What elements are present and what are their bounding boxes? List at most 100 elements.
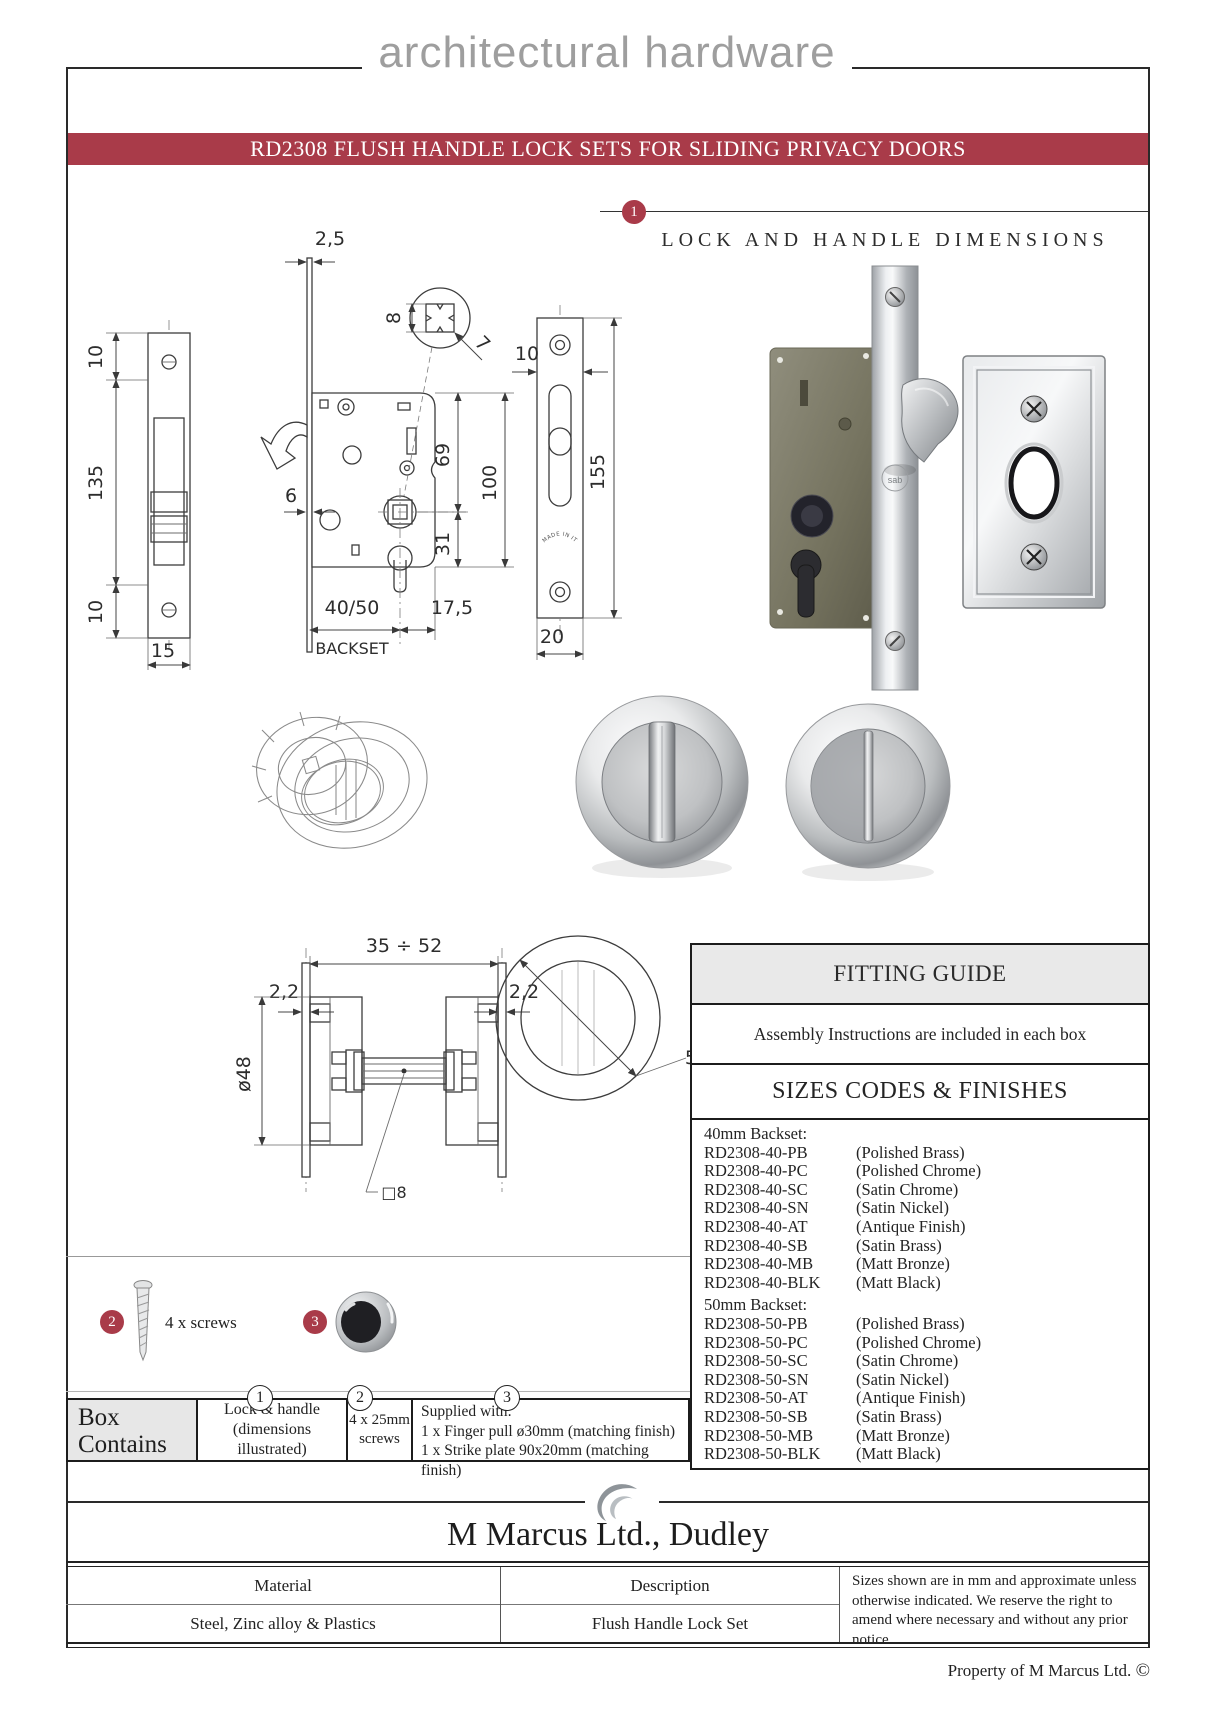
size-code-row: RD2308-40-PB (Polished Brass) <box>704 1142 1144 1163</box>
size-code-row: RD2308-50-BLK (Matt Black) <box>704 1444 1144 1464</box>
size-code-row: RD2308-40-MB (Matt Bronze) <box>704 1255 1144 1274</box>
company-logo <box>597 1484 637 1521</box>
size-code-row: RD2308-50-SC (Satin Chrome) <box>704 1352 1144 1371</box>
box-contains-col3-line1: Supplied with: <box>421 1403 512 1420</box>
description-value: Flush Handle Lock Set <box>591 1613 749 1633</box>
product-code: RD2308-40-BLK <box>704 1272 821 1292</box>
product-code: RD2308-50-PB <box>704 1313 808 1333</box>
product-finish: (Satin Chrome) <box>856 1351 959 1371</box>
box-contains-col2-line2: screws <box>359 1431 400 1447</box>
sizes-codes-list: 40mm Backset: RD2308-40-PB (Polished Bras… <box>692 1120 1148 1468</box>
product-finish: (Satin Brass) <box>856 1406 942 1426</box>
dim-spindle-square: 8 <box>383 312 405 324</box>
finger-pull-photo <box>335 1291 397 1353</box>
product-finish: (Satin Chrome) <box>856 1179 959 1199</box>
dim-plate-slot-width: 10 <box>515 343 539 365</box>
dim-case-rear: 17,5 <box>431 597 473 619</box>
dim-plate-width: 20 <box>540 626 564 648</box>
size-code-row: RD2308-40-BLK(Matt Black) <box>704 1272 1144 1293</box>
product-finish: (Matt Black) <box>856 1444 941 1464</box>
box-contains-col3: Supplied with: 1 x Finger pull ø30mm (ma… <box>413 1400 688 1479</box>
svg-text:MADE IN ITALY: MADE IN ITALY <box>0 0 578 544</box>
lock-stamp: sab <box>888 475 903 485</box>
material-value: Steel, Zinc alloy & Plastics <box>190 1613 376 1633</box>
box-contains-label: Box Contains <box>68 1400 198 1460</box>
section1-marker: 1 <box>630 203 638 220</box>
size-code-row: RD2308-40-SC(Satin Chrome) <box>704 1179 1144 1200</box>
copyright-icon: © <box>1135 1660 1150 1681</box>
size-code-row: RD2308-50-PC (Polished Chrome) <box>704 1332 1144 1353</box>
product-finish: (Polished Brass) <box>856 1313 965 1333</box>
company-divider-right <box>659 1501 1150 1503</box>
product-code: RD2308-50-PC <box>704 1332 808 1352</box>
page-footer: Property of M Marcus Ltd. © <box>66 1660 1150 1682</box>
sizes-codes-title: SIZES CODES & FINISHES <box>772 1078 1068 1104</box>
title-banner-text: RD2308 FLUSH HANDLE LOCK SETS FOR SLIDIN… <box>250 136 966 161</box>
size-code-row: RD2308-50-MB(Matt Bronze) <box>704 1425 1144 1446</box>
drawing-lock-edge-view: 10 135 10 15 <box>85 320 191 670</box>
product-finish: (Matt Bronze) <box>856 1425 950 1445</box>
drawing-rose-front: 57 <box>495 935 709 1101</box>
product-finish: (Antique Finish) <box>856 1216 966 1236</box>
product-code: RD2308-40-PB <box>704 1142 808 1162</box>
fitting-sizes-panel: FITTING GUIDE Assembly Instructions are … <box>690 943 1150 1470</box>
product-code: RD2308-40-MB <box>704 1254 814 1274</box>
size-code-row: RD2308-40-SB(Satin Brass) <box>704 1235 1144 1256</box>
strike-plate-photo <box>962 355 1106 609</box>
product-code: RD2308-50-SN <box>704 1369 809 1389</box>
product-code: RD2308-50-SC <box>704 1351 808 1371</box>
dim-edge-body: 135 <box>85 465 107 501</box>
dim-edge-offset-top: 10 <box>85 345 107 369</box>
dim-backset-label: BACKSET <box>315 639 389 658</box>
dim-spindle-height: 69 <box>432 443 454 467</box>
box-contains-col2: 4 x 25mm screws <box>348 1400 413 1460</box>
product-code: RD2308-50-BLK <box>704 1444 821 1464</box>
footer-text: Property of M Marcus Ltd. <box>947 1661 1132 1680</box>
box-contains-table: Box Contains Lock & handle (dimensions i… <box>66 1398 690 1479</box>
size-code-row: RD2308-40-AT(Antique Finish) <box>704 1216 1144 1237</box>
section1-divider <box>600 211 1148 212</box>
size-code-row: RD2308-50-AT(Antique Finish) <box>704 1389 1144 1408</box>
section1-marker-badge: 1 <box>622 200 646 224</box>
dim-case-thickness: 2,5 <box>315 228 345 250</box>
dim-flange-left: 2,2 <box>269 981 299 1003</box>
product-finish: (Satin Brass) <box>856 1235 942 1255</box>
part3-marker: 3 <box>311 1313 319 1330</box>
dim-edge-offset-bottom: 10 <box>85 600 107 624</box>
product-finish: (Matt Bronze) <box>856 1254 950 1274</box>
box-contains-col1-line2: (dimensions illustrated) <box>232 1421 312 1458</box>
brand-title: architectural hardware <box>362 28 852 78</box>
product-finish: (Polished Chrome) <box>856 1332 982 1352</box>
sizes-codes-header: SIZES CODES & FINISHES <box>692 1065 1148 1120</box>
box-contains-col2-line1: 4 x 25mm <box>349 1412 410 1429</box>
product-finish: (Satin Nickel) <box>856 1198 950 1218</box>
size-group-heading: 50mm Backset: <box>704 1295 808 1315</box>
size-group-heading: 40mm Backset: <box>704 1124 808 1143</box>
dim-cylinder-offset: 31 <box>432 532 454 556</box>
brand-header: architectural hardware <box>0 28 1214 78</box>
box-contains-col1: Lock & handle (dimensions illustrated) <box>198 1400 348 1460</box>
box-contains-label-line2: Contains <box>78 1430 167 1458</box>
size-code-row: RD2308-40-PC(Polished Chrome) <box>704 1162 1144 1181</box>
fitting-guide-note: Assembly Instructions are included in ea… <box>692 1005 1148 1065</box>
dim-spindle-label: □8 <box>381 1183 406 1202</box>
title-banner: RD2308 FLUSH HANDLE LOCK SETS FOR SLIDIN… <box>68 133 1148 165</box>
material-column: Material Steel, Zinc alloy & Plastics <box>66 1567 501 1642</box>
table-marker1-badge: 1 <box>247 1385 273 1411</box>
box-contains-col3-line2: 1 x Finger pull ø30mm (matching finish) <box>421 1422 676 1440</box>
section1-title: LOCK AND HANDLE DIMENSIONS <box>661 229 1109 251</box>
size-code-row: RD2308-50-SB(Satin Brass) <box>704 1406 1144 1427</box>
material-header: Material <box>66 1567 500 1605</box>
dim-grip-range: 35 ÷ 52 <box>366 935 442 957</box>
dim-case-height: 100 <box>479 465 501 501</box>
fitting-guide-title: FITTING GUIDE <box>833 961 1007 986</box>
product-code: RD2308-50-AT <box>704 1388 808 1408</box>
product-finish: (Polished Brass) <box>856 1142 965 1162</box>
dim-plate-gap: 6 <box>285 485 297 507</box>
drawing-handle-section: 35 ÷ 52 2,2 2,2 ø48 □8 <box>233 935 539 1202</box>
flush-handle-photo-right <box>785 703 951 881</box>
table-top-rule <box>66 1391 690 1392</box>
screws-label: 4 x screws <box>165 1313 237 1332</box>
